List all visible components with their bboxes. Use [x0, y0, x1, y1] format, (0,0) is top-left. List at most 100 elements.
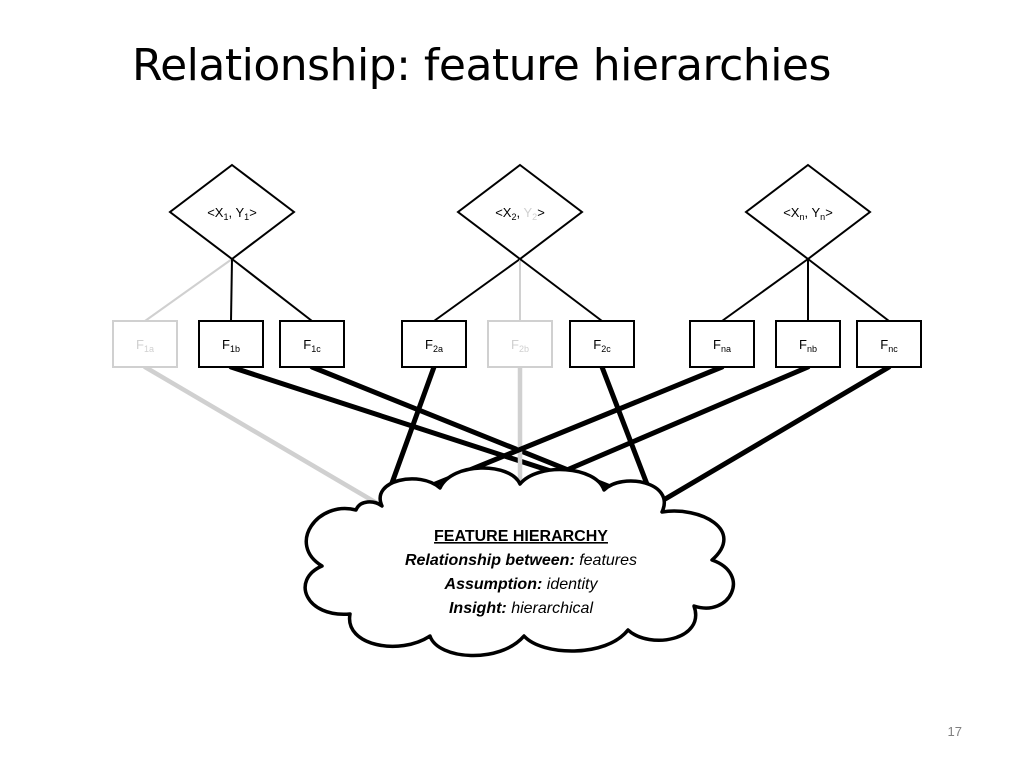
feature-hierarchy-cloud: [303, 466, 735, 658]
feature-label-main: F: [303, 337, 311, 352]
instance-label-open: <X: [783, 205, 800, 220]
tree-edge-f1b: [230, 258, 233, 322]
feature-node-fnc: Fnc: [856, 320, 922, 368]
assumption-value: identity: [542, 576, 598, 593]
feature-label-sub: 2c: [601, 344, 611, 354]
feature-label-sub: nc: [888, 344, 898, 354]
feature-label-main: F: [222, 337, 230, 352]
cloud-line-assumption: Assumption: identity: [444, 576, 599, 593]
feature-label: F2b: [511, 337, 529, 354]
instance-label-open: <X: [495, 205, 512, 220]
feature-node-f2c: F2c: [569, 320, 635, 368]
cloud-text-block: FEATURE HIERARCHY Relationship between: …: [405, 528, 637, 617]
relationship-value: features: [575, 552, 637, 569]
hierarchy-edge-fnc: [652, 364, 892, 508]
feature-label-main: F: [136, 337, 144, 352]
feature-box: [775, 320, 841, 368]
tree-edge-f1a: [144, 258, 233, 322]
instance-label: <X2, Y2>: [495, 205, 545, 222]
cloud-line-insight: Insight: hierarchical: [449, 600, 593, 617]
feature-node-f1a: F1a: [112, 320, 178, 368]
instance-label-close: >: [825, 205, 833, 220]
feature-box: [279, 320, 345, 368]
page-number: 17: [947, 724, 962, 739]
diamond-shape: [456, 163, 584, 261]
feature-label-sub: 1a: [144, 344, 154, 354]
instance-label-sep: ,: [229, 205, 236, 220]
instance-label-y: Y: [812, 205, 821, 220]
instance-label-y: Y: [524, 205, 533, 220]
feature-label: Fnc: [880, 337, 898, 354]
feature-node-f1c: F1c: [279, 320, 345, 368]
instance-label-sep: ,: [805, 205, 812, 220]
instance-node-in: <Xn, Yn>: [744, 163, 872, 261]
feature-label-sub: nb: [807, 344, 817, 354]
tree-edge-fnc: [807, 258, 890, 322]
feature-box: [198, 320, 264, 368]
feature-box: [569, 320, 635, 368]
instance-label-y-sub: 2: [532, 212, 537, 222]
feature-node-f1b: F1b: [198, 320, 264, 368]
instance-label-y-sub: 1: [244, 212, 249, 222]
feature-label-main: F: [713, 337, 721, 352]
feature-label: F2c: [593, 337, 611, 354]
tree-edge-f1c: [231, 258, 313, 322]
feature-label: Fna: [713, 337, 731, 354]
instance-label: <Xn, Yn>: [783, 205, 833, 222]
instance-label-x-sub: n: [799, 212, 804, 222]
instance-label: <X1, Y1>: [207, 205, 257, 222]
feature-label-sub: 2a: [433, 344, 443, 354]
feature-label-sub: na: [721, 344, 731, 354]
instance-label-y-sub: n: [820, 212, 825, 222]
feature-label-sub: 2b: [519, 344, 529, 354]
cloud-shape: [303, 466, 735, 658]
insight-value: hierarchical: [507, 600, 594, 617]
cloud-heading: FEATURE HIERARCHY: [434, 528, 608, 545]
feature-label: F1a: [136, 337, 154, 354]
feature-label-sub: 1b: [230, 344, 240, 354]
instance-label-close: >: [537, 205, 545, 220]
instance-label-x-sub: 2: [511, 212, 516, 222]
feature-label: F1c: [303, 337, 321, 354]
relationship-label: Relationship between:: [405, 552, 575, 569]
feature-box: [487, 320, 553, 368]
instance-label-x-sub: 1: [223, 212, 228, 222]
tree-connectors: [144, 258, 890, 322]
instance-nodes: <X1, Y1><X2, Y2><Xn, Yn>: [168, 163, 872, 261]
instance-node-i2: <X2, Y2>: [456, 163, 584, 261]
feature-label-main: F: [799, 337, 807, 352]
feature-node-f2b: F2b: [487, 320, 553, 368]
feature-label-sub: 1c: [311, 344, 321, 354]
hierarchy-edge-fna: [381, 364, 725, 508]
feature-box: [856, 320, 922, 368]
tree-edge-fna: [721, 258, 809, 322]
diamond-shape: [168, 163, 296, 261]
feature-node-fnb: Fnb: [775, 320, 841, 368]
feature-node-f2a: F2a: [401, 320, 467, 368]
instance-label-open: <X: [207, 205, 224, 220]
insight-label: Insight:: [449, 600, 507, 617]
feature-label: F2a: [425, 337, 443, 354]
tree-edge-f2a: [433, 258, 521, 322]
feature-label-main: F: [880, 337, 888, 352]
feature-box: [112, 320, 178, 368]
instance-label-close: >: [249, 205, 257, 220]
diamond-shape: [744, 163, 872, 261]
feature-label-main: F: [511, 337, 519, 352]
tree-edge-f2c: [519, 258, 603, 322]
instance-node-i1: <X1, Y1>: [168, 163, 296, 261]
feature-label: F1b: [222, 337, 240, 354]
feature-box: [401, 320, 467, 368]
assumption-label: Assumption:: [444, 576, 543, 593]
hierarchy-edge-f1a: [142, 364, 383, 508]
feature-box: [689, 320, 755, 368]
instance-label-y: Y: [236, 205, 245, 220]
feature-label-main: F: [593, 337, 601, 352]
feature-label: Fnb: [799, 337, 817, 354]
slide-title: Relationship: feature hierarchies: [132, 40, 831, 91]
feature-node-fna: Fna: [689, 320, 755, 368]
instance-label-sep: ,: [517, 205, 524, 220]
feature-label-main: F: [425, 337, 433, 352]
